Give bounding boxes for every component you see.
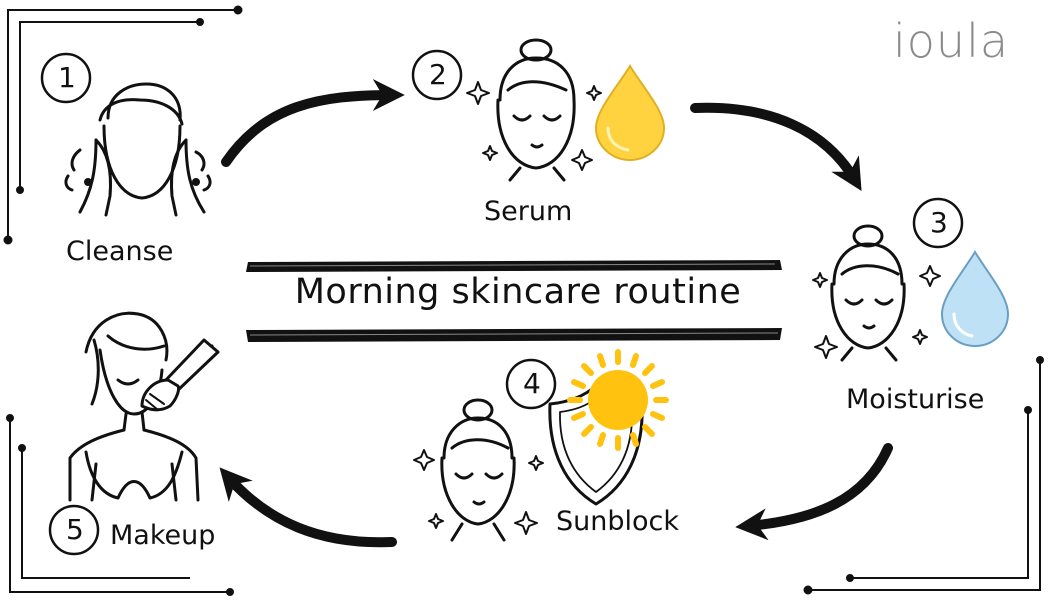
step-3-number: 3 [930, 206, 948, 239]
step-2-number: 2 [429, 58, 447, 91]
diagram-title: Morning skincare routine [294, 272, 742, 312]
washing-face-icon [64, 82, 212, 217]
sparkle-icon [814, 335, 838, 359]
sparkle-icon [919, 265, 941, 287]
sparkle-icon [812, 272, 828, 288]
sun-icon [567, 349, 669, 451]
corner-frame-bottom-left [6, 414, 234, 596]
arrow-moisturise-to-sunblock [735, 443, 893, 541]
arrow-cleanse-to-serum [221, 79, 405, 167]
makeup-face-icon [68, 311, 200, 502]
step-5-circle [48, 504, 100, 556]
serum-drop-icon [594, 64, 666, 162]
step-1-number: 1 [58, 61, 76, 94]
step-4-circle [505, 358, 557, 410]
step-1-circle [40, 52, 92, 104]
brand-logo: ioula [893, 14, 1010, 68]
corner-frame-bottom-right [803, 356, 1044, 595]
sparkle-icon [586, 85, 602, 101]
flow-arrows [219, 79, 893, 548]
sunblock-face-icon [440, 398, 516, 542]
makeup-brush-icon [140, 338, 220, 412]
step-3-circle [912, 197, 964, 249]
sparkle-icon [428, 513, 444, 529]
sparkle-icon [482, 145, 498, 161]
corner-frame-top-left [3, 5, 243, 245]
sparkle-icon [528, 455, 544, 471]
arrow-serum-to-moisturise [690, 102, 862, 191]
step-2-label: Serum [484, 196, 573, 227]
moisture-face-icon [830, 224, 906, 362]
sparkle-icon [466, 81, 490, 105]
sparkle-icon [514, 511, 538, 535]
sparkle-icon [571, 149, 593, 171]
sparkle-icon [912, 329, 928, 345]
step-4-number: 4 [523, 367, 541, 400]
step-1-label: Cleanse [66, 236, 174, 267]
sparkle-icon [413, 449, 435, 471]
step-5-number: 5 [66, 513, 84, 546]
arrow-sunblock-to-makeup [219, 467, 397, 548]
sparkle-icons [413, 81, 941, 535]
serum-face-icon [496, 38, 576, 182]
title-brush-strokes [246, 260, 782, 342]
step-5-label: Makeup [110, 520, 216, 551]
water-drop-icon [940, 250, 1010, 348]
step-number-circles [40, 49, 964, 556]
step-2-circle [411, 49, 463, 101]
step-4-label: Sunblock [556, 506, 680, 537]
step-3-label: Moisturise [846, 384, 985, 415]
